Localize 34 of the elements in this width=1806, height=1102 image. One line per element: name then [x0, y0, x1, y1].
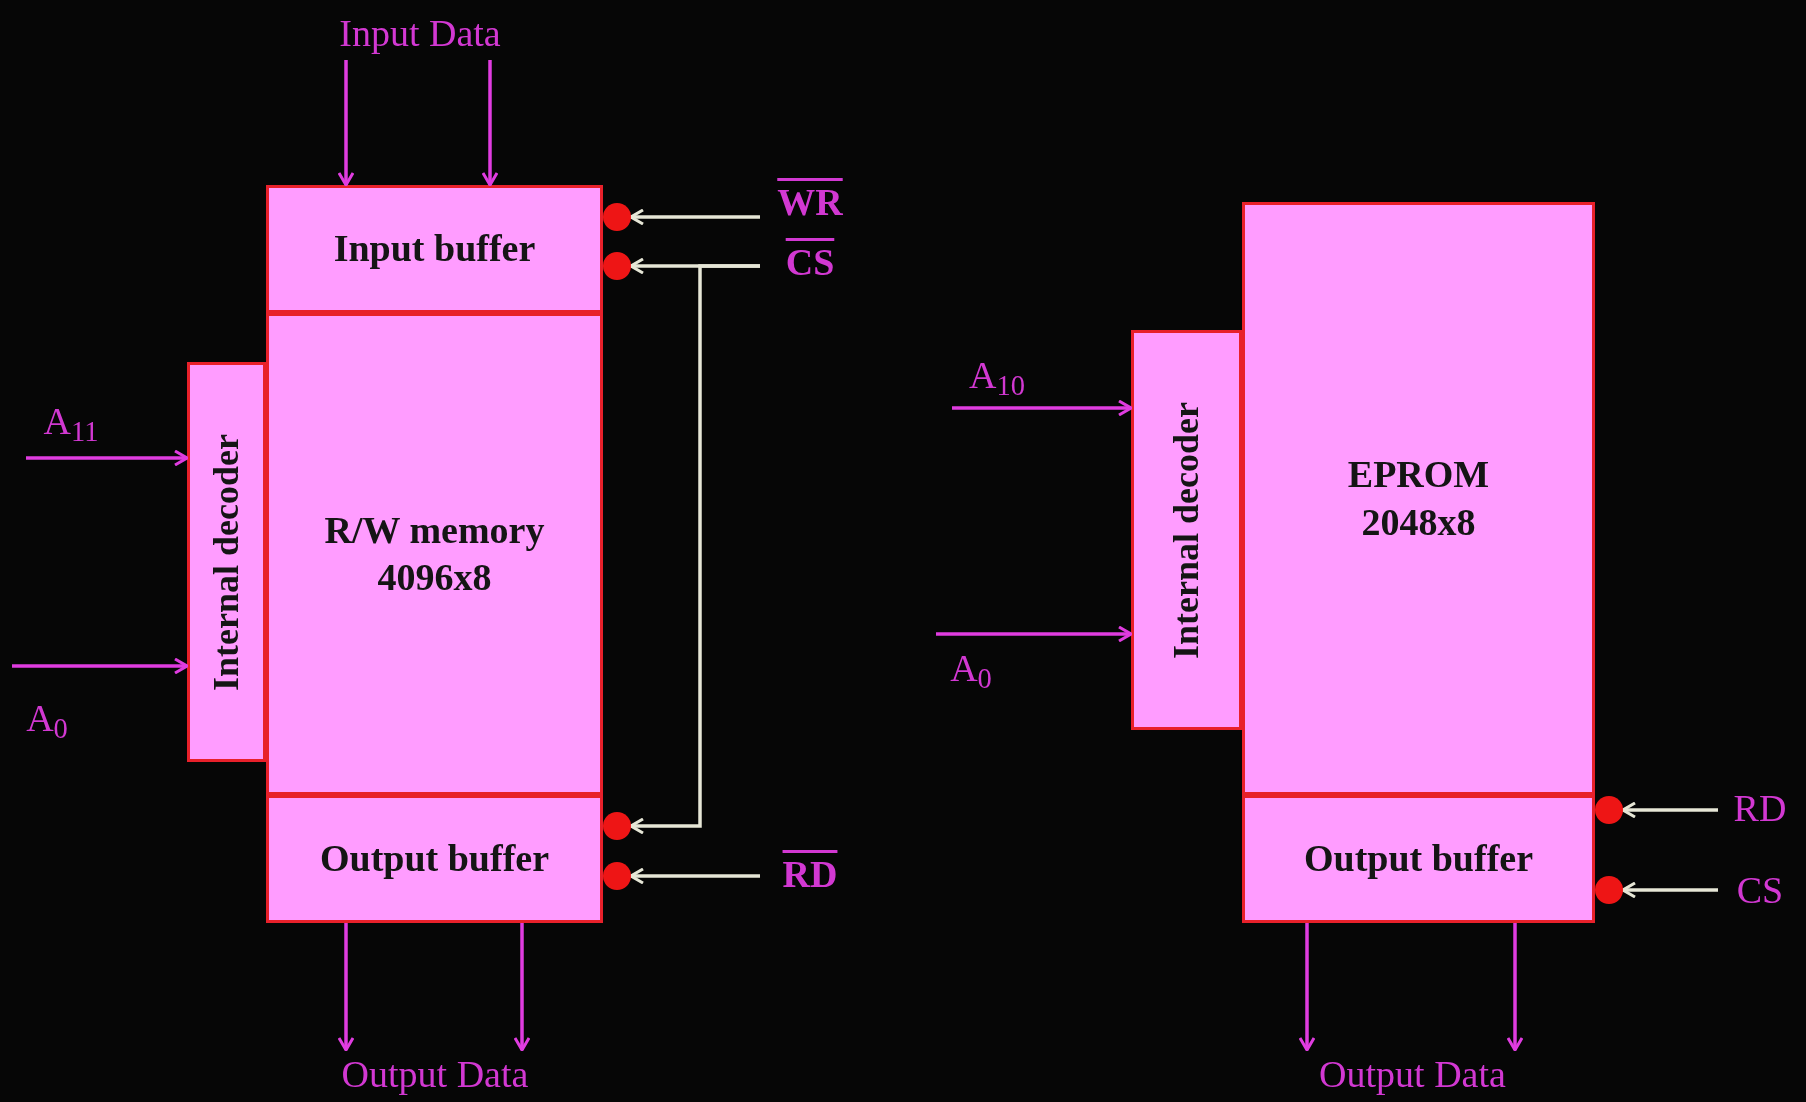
arrow [337, 923, 355, 1052]
arrow [629, 264, 760, 835]
signal-label: WR [760, 176, 860, 230]
arrow [629, 208, 760, 226]
buffer-block: Input buffer [266, 185, 603, 313]
arrow [1506, 923, 1524, 1052]
signal-label: Input Data [305, 8, 535, 60]
signal-label: RD [760, 846, 860, 904]
arrow [936, 625, 1133, 643]
arrow [26, 449, 189, 467]
signal-label: A$_{10}$ [952, 352, 1042, 414]
buffer-block: Output buffer [1242, 795, 1595, 923]
arrow [513, 923, 531, 1052]
arrow [1621, 881, 1718, 899]
signal-label: A$_{11}$ [26, 398, 116, 462]
memory-block: R/W memory 4096x8 [266, 313, 603, 795]
memory-block: EPROM 2048x8 [1242, 202, 1595, 795]
signal-label: A$_{0}$ [936, 628, 1006, 692]
arrow [481, 60, 499, 187]
arrow [1298, 923, 1316, 1052]
signal-label: RD [1718, 782, 1802, 836]
buffer-block: Output buffer [266, 795, 603, 923]
signal-label: CS [1718, 864, 1802, 918]
signal-label: Output Data [300, 1050, 570, 1100]
decoder-block: Internal decoder [187, 362, 266, 762]
decoder-block: Internal decoder [1131, 330, 1242, 730]
signal-label: Output Data [1275, 1050, 1550, 1100]
arrow [952, 399, 1133, 417]
arrow [629, 867, 760, 885]
signal-label: A$_{0}$ [12, 660, 82, 742]
signal-label: CS [760, 236, 860, 290]
arrow [1621, 801, 1718, 819]
arrow [12, 657, 189, 675]
arrow [337, 60, 355, 187]
